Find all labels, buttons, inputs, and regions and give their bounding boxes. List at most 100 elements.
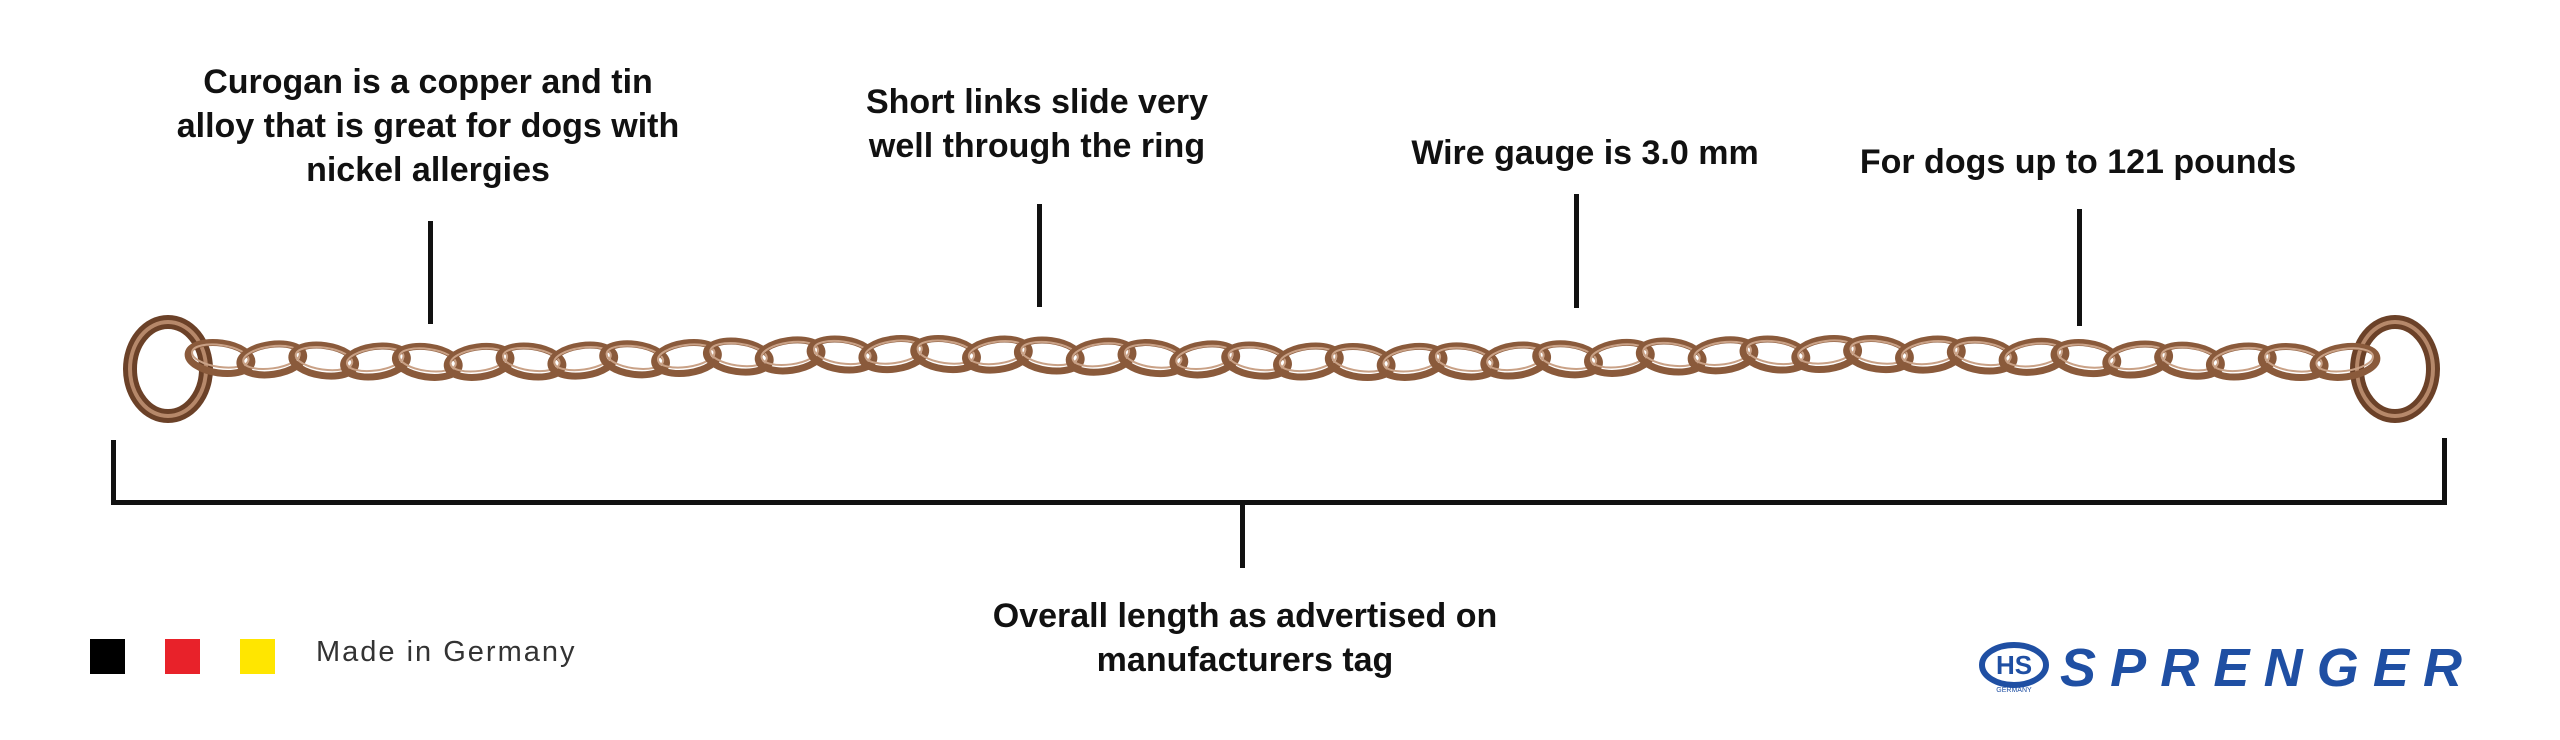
chain-link bbox=[1169, 340, 1241, 379]
pointer-line-weight bbox=[2077, 209, 2082, 326]
chain-link bbox=[1221, 341, 1292, 380]
chain-link-highlight bbox=[2315, 347, 2374, 373]
chain-link bbox=[1998, 337, 2070, 376]
chain-link-highlight bbox=[553, 346, 612, 372]
chain-link bbox=[1843, 335, 1914, 374]
chain-links bbox=[184, 334, 2381, 382]
chain-link bbox=[1376, 342, 1448, 381]
chain-link bbox=[1013, 336, 1085, 375]
chain-link bbox=[1687, 336, 1759, 375]
annotation-wire-gauge: Wire gauge is 3.0 mm bbox=[1411, 134, 1759, 172]
chain-link-highlight bbox=[2211, 346, 2271, 373]
chain-link-highlight bbox=[1953, 340, 2012, 367]
logo-badge-subtext: GERMANY bbox=[1996, 687, 2032, 694]
chain-link bbox=[547, 341, 619, 380]
chain-link bbox=[1791, 334, 1863, 374]
chain-link-highlight bbox=[1745, 339, 1805, 366]
chain-link-highlight bbox=[605, 344, 665, 370]
chain-link-highlight bbox=[1900, 340, 1960, 366]
flag-red-swatch bbox=[165, 639, 200, 674]
chain-link-highlight bbox=[813, 339, 872, 366]
chain-link bbox=[702, 337, 774, 376]
chain-link bbox=[1273, 342, 1344, 381]
chain-link-highlight bbox=[242, 344, 301, 371]
chain-link-highlight bbox=[760, 340, 820, 367]
chain-link bbox=[2154, 341, 2225, 380]
pointer-line-gauge bbox=[1574, 194, 1579, 308]
logo-brand-name: SPRENGER bbox=[2060, 638, 2462, 696]
chain-link-highlight bbox=[709, 342, 768, 368]
chain-link-highlight bbox=[2160, 346, 2220, 372]
chain-link-highlight bbox=[916, 339, 976, 365]
chain-link-highlight bbox=[502, 346, 561, 373]
flag-gold-swatch bbox=[240, 639, 275, 674]
chain-link-highlight bbox=[1797, 339, 1856, 365]
chain-link bbox=[806, 335, 878, 374]
annotation-short-links: Short links slide very well through the … bbox=[865, 83, 1209, 165]
chain-link-highlight bbox=[1642, 341, 1701, 368]
chain-link bbox=[2102, 340, 2174, 379]
chain-link bbox=[910, 335, 981, 374]
chain-link-highlight bbox=[2004, 342, 2063, 368]
logo-badge-text: HS bbox=[1996, 650, 2032, 680]
annotation-weight: For dogs up to 121 pounds bbox=[1859, 143, 2297, 181]
chain-link bbox=[962, 335, 1033, 374]
chain-link-highlight bbox=[398, 347, 457, 373]
chain-link-highlight bbox=[2056, 343, 2116, 369]
chain-link bbox=[2205, 342, 2277, 381]
chain-link bbox=[2257, 342, 2329, 382]
chain-link bbox=[1739, 335, 1811, 374]
flag-black-swatch bbox=[90, 639, 125, 674]
chain-link-highlight bbox=[191, 343, 250, 369]
chain-link bbox=[443, 342, 515, 381]
chain-link bbox=[1584, 338, 1655, 377]
length-bracket-bar bbox=[111, 500, 2446, 505]
chain-link bbox=[1428, 342, 1500, 381]
chain-link bbox=[340, 342, 411, 381]
chain-link-highlight bbox=[1589, 343, 1649, 369]
chain-link bbox=[1635, 337, 1707, 376]
chain-link bbox=[1480, 341, 1552, 380]
chain-link bbox=[1065, 337, 1137, 376]
chain-link bbox=[391, 342, 463, 381]
chain-link-highlight bbox=[1071, 342, 1131, 368]
chain-link bbox=[1946, 336, 2018, 375]
chain-link bbox=[184, 338, 256, 378]
chain-link-highlight bbox=[1486, 345, 1545, 372]
length-bracket-left-end bbox=[111, 440, 116, 505]
chain-link bbox=[1532, 340, 1603, 379]
end-ring-left bbox=[123, 315, 213, 423]
chain-link-highlight bbox=[1434, 346, 1494, 373]
length-bracket-right-end bbox=[2442, 438, 2447, 505]
chain-link-highlight bbox=[1693, 340, 1752, 366]
chain-link-highlight bbox=[656, 343, 716, 369]
pointer-line-alloy bbox=[428, 221, 433, 324]
chain-link-highlight bbox=[449, 347, 509, 373]
chain-link-highlight bbox=[1331, 347, 1390, 373]
chain-link-highlight bbox=[1278, 346, 1338, 373]
chain-link-highlight bbox=[1123, 343, 1183, 369]
chain-link bbox=[754, 336, 826, 375]
chain-link bbox=[236, 340, 308, 379]
annotation-alloy: Curogan is a copper and tin alloy that i… bbox=[176, 63, 680, 189]
chain-link bbox=[599, 340, 670, 379]
chain-link bbox=[858, 335, 930, 374]
chain-link-highlight bbox=[1175, 344, 1234, 371]
sprenger-logo: HS GERMANY SPRENGER bbox=[1978, 636, 2468, 701]
chain-link bbox=[288, 341, 360, 380]
pointer-line-links bbox=[1037, 204, 1042, 307]
chain-link-highlight bbox=[1227, 346, 1287, 372]
chain-link-highlight bbox=[1020, 340, 1079, 367]
chain-link-highlight bbox=[1538, 344, 1598, 370]
chain-link-highlight bbox=[1849, 339, 1909, 365]
chain-link bbox=[651, 338, 722, 378]
chain-link-highlight bbox=[294, 346, 354, 372]
chain-link-highlight bbox=[2264, 347, 2323, 373]
chain-link bbox=[1117, 339, 1189, 378]
chain-link bbox=[495, 342, 567, 381]
length-bracket-center-tick bbox=[1240, 503, 1245, 568]
chain-link-highlight bbox=[864, 339, 923, 365]
chain-link bbox=[1324, 342, 1396, 382]
chain-link bbox=[2309, 342, 2381, 381]
